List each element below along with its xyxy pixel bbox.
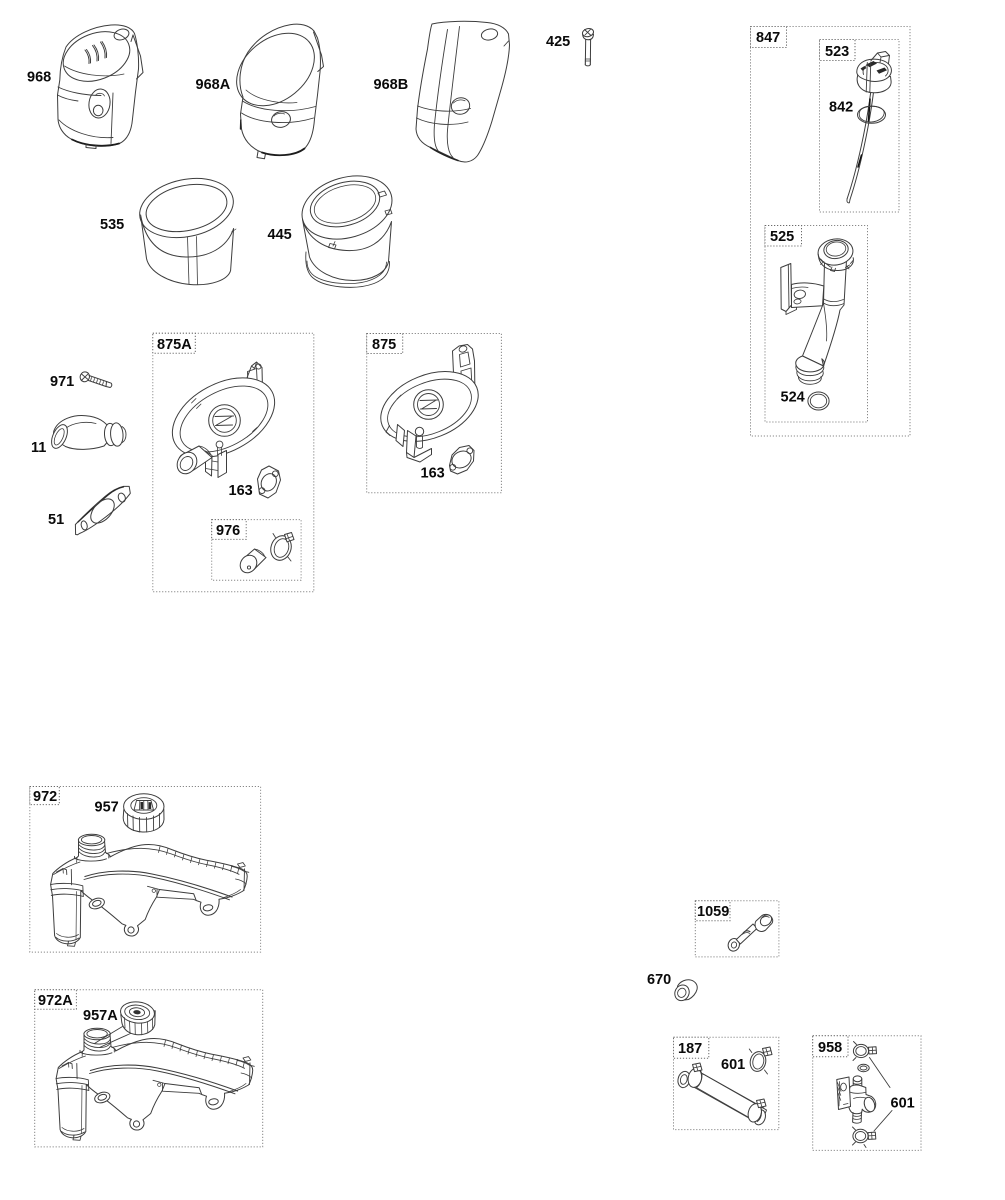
svg-text:51: 51	[48, 512, 64, 528]
svg-text:842: 842	[829, 100, 853, 116]
svg-text:972: 972	[33, 789, 57, 805]
svg-text:187: 187	[678, 1041, 702, 1057]
svg-text:163: 163	[421, 466, 445, 482]
svg-text:425: 425	[546, 34, 570, 50]
svg-text:601: 601	[721, 1057, 745, 1073]
svg-text:968B: 968B	[374, 77, 409, 93]
svg-text:875: 875	[372, 337, 396, 353]
svg-text:523: 523	[825, 44, 849, 60]
svg-text:875A: 875A	[157, 337, 192, 353]
svg-text:957: 957	[95, 800, 119, 816]
svg-text:1059: 1059	[697, 904, 729, 920]
svg-text:972A: 972A	[38, 993, 73, 1009]
svg-text:670: 670	[647, 972, 671, 988]
svg-text:445: 445	[268, 227, 292, 243]
svg-text:968: 968	[27, 70, 51, 86]
svg-text:601: 601	[891, 1096, 915, 1112]
svg-text:525: 525	[770, 229, 794, 245]
svg-text:976: 976	[216, 523, 240, 539]
svg-text:971: 971	[50, 374, 74, 390]
svg-text:958: 958	[818, 1040, 842, 1056]
svg-text:163: 163	[229, 483, 253, 499]
svg-text:957A: 957A	[83, 1008, 118, 1024]
svg-text:968A: 968A	[196, 77, 231, 93]
svg-text:524: 524	[781, 390, 805, 406]
svg-text:11: 11	[31, 440, 46, 456]
svg-text:535: 535	[100, 217, 124, 233]
svg-text:847: 847	[756, 30, 780, 46]
